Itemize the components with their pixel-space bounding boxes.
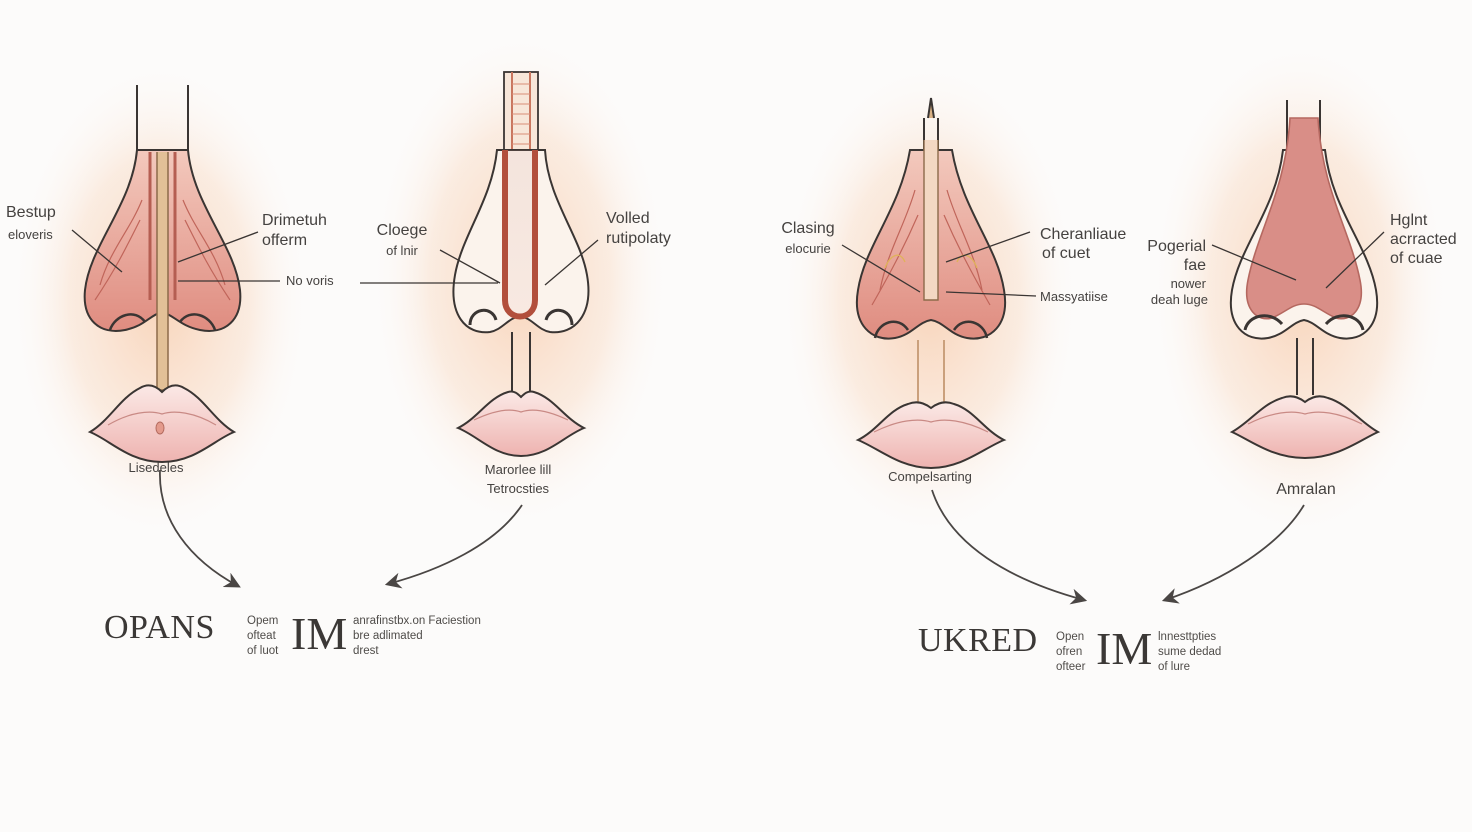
fig3-caption: Compelsarting (888, 469, 972, 484)
fig2-callout-3: Volled (606, 210, 650, 227)
figure-4-leaders (1211, 231, 1385, 289)
summary-2-left-line-2: ofren (1056, 646, 1083, 658)
summary-2-right-line-2: sume dedad (1158, 646, 1222, 658)
fig1-caption: Lisedeles (128, 460, 184, 475)
figure-2-leaders (360, 239, 599, 286)
fig2-callout-1: Cloege (376, 222, 428, 239)
summary-1-left-line-1: Opem (247, 615, 279, 627)
fig3-callout-4: of cuet (1042, 245, 1091, 262)
summary-2-big-m: IM (1096, 623, 1153, 674)
summary-2-left-line-3: ofteer (1056, 661, 1086, 673)
fig4-callout-7: of cuae (1390, 250, 1443, 267)
fig1-callout-5: No voris (286, 273, 334, 288)
figure-2-arrow (384, 504, 523, 589)
figure-3-nose (855, 97, 1007, 470)
fig4-callout-6: acrracted (1390, 231, 1457, 248)
fig4-callout-4: deah luge (1150, 292, 1208, 307)
fig4-callout-5: Hglnt (1390, 212, 1428, 229)
figure-1-nose (83, 85, 242, 464)
fig2-callout-4: rutipolaty (606, 230, 671, 247)
summary-1-big-m: IM (291, 608, 348, 659)
fig1-callout-2: eloveris (8, 227, 53, 242)
summary-1-right-line-2: bre adlimated (353, 630, 423, 642)
fig2-caption-line-1: Marorlee lill (484, 462, 552, 477)
figure-1-arrow (159, 469, 241, 588)
fig4-caption: Amralan (1276, 481, 1336, 498)
summary-2-right-line-1: lnnesttpties (1158, 631, 1217, 643)
fig1-callout-1: Bestup (6, 204, 56, 221)
fig2-callout-2: of lnir (386, 243, 418, 258)
fig3-callout-3: Cheranliaue (1040, 226, 1127, 243)
fig4-callout-2: fae (1183, 257, 1206, 274)
fig2-caption-line-2: Tetrocsties (486, 481, 550, 496)
summary-1-left-line-3: of luot (247, 645, 279, 657)
figure-3-leaders (841, 231, 1037, 297)
summary-2-left-line-1: Open (1056, 631, 1085, 643)
summary-2-title: UKRED (918, 622, 1038, 659)
fig4-callout-1: Pogerial (1147, 238, 1206, 255)
summary-2-right-line-3: of lure (1158, 661, 1190, 673)
summary-1-right-line-3: drest (353, 645, 379, 657)
fig1-callout-3: Drimetuh (262, 212, 327, 229)
fig1-callout-4: offerm (262, 232, 308, 249)
figure-1-leaders (71, 229, 280, 282)
figure-4-nose (1229, 100, 1381, 460)
summary-1-right-line-1: anrafinstbx.on Faciestion (353, 615, 481, 627)
figure-2-nose (452, 71, 590, 458)
summary-1-title: OPANS (104, 609, 215, 646)
fig4-callout-3: nower (1170, 276, 1206, 291)
summary-1-left-line-2: ofteat (247, 630, 276, 642)
figure-4-arrow (1161, 504, 1305, 604)
fig3-callout-5: Massyatiise (1040, 289, 1108, 304)
fig3-callout-2: elocurie (785, 241, 831, 256)
figure-3-arrow (931, 489, 1088, 605)
fig3-callout-1: Clasing (781, 220, 835, 237)
